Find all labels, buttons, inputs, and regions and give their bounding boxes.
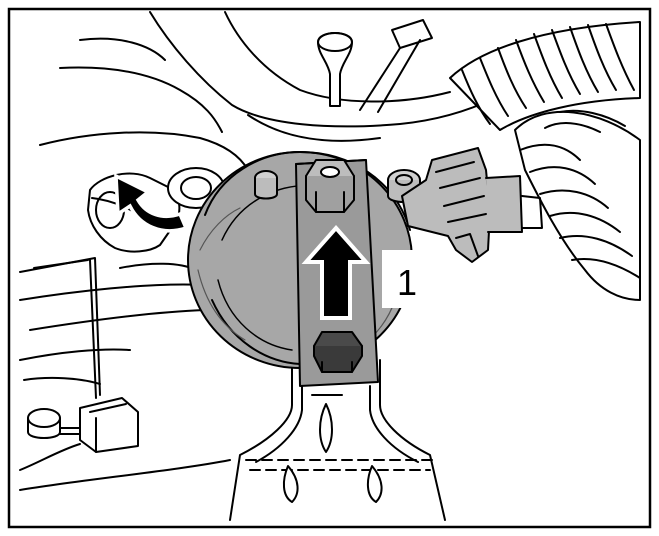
corrugated-hose-upper [449, 21, 641, 131]
bottom-bolt [313, 331, 363, 373]
callout-1-box [382, 250, 436, 308]
upper-mounting-stud [317, 32, 353, 107]
lower-support-bracket [229, 359, 446, 521]
frame-border [7, 7, 652, 529]
upper-rod [359, 19, 433, 113]
corrugated-hose-lower [514, 109, 641, 301]
lower-left-connector [19, 397, 231, 491]
horn-electrical-connector [401, 147, 543, 263]
left-pipe-assembly [19, 257, 206, 399]
callout-1-label: 1 [396, 262, 418, 303]
curved-rotate-arrow-icon [114, 173, 189, 233]
upper-body-panel [39, 11, 496, 171]
top-nut [305, 159, 355, 213]
horn-terminal-left [254, 170, 278, 200]
up-arrow-icon [301, 224, 371, 320]
